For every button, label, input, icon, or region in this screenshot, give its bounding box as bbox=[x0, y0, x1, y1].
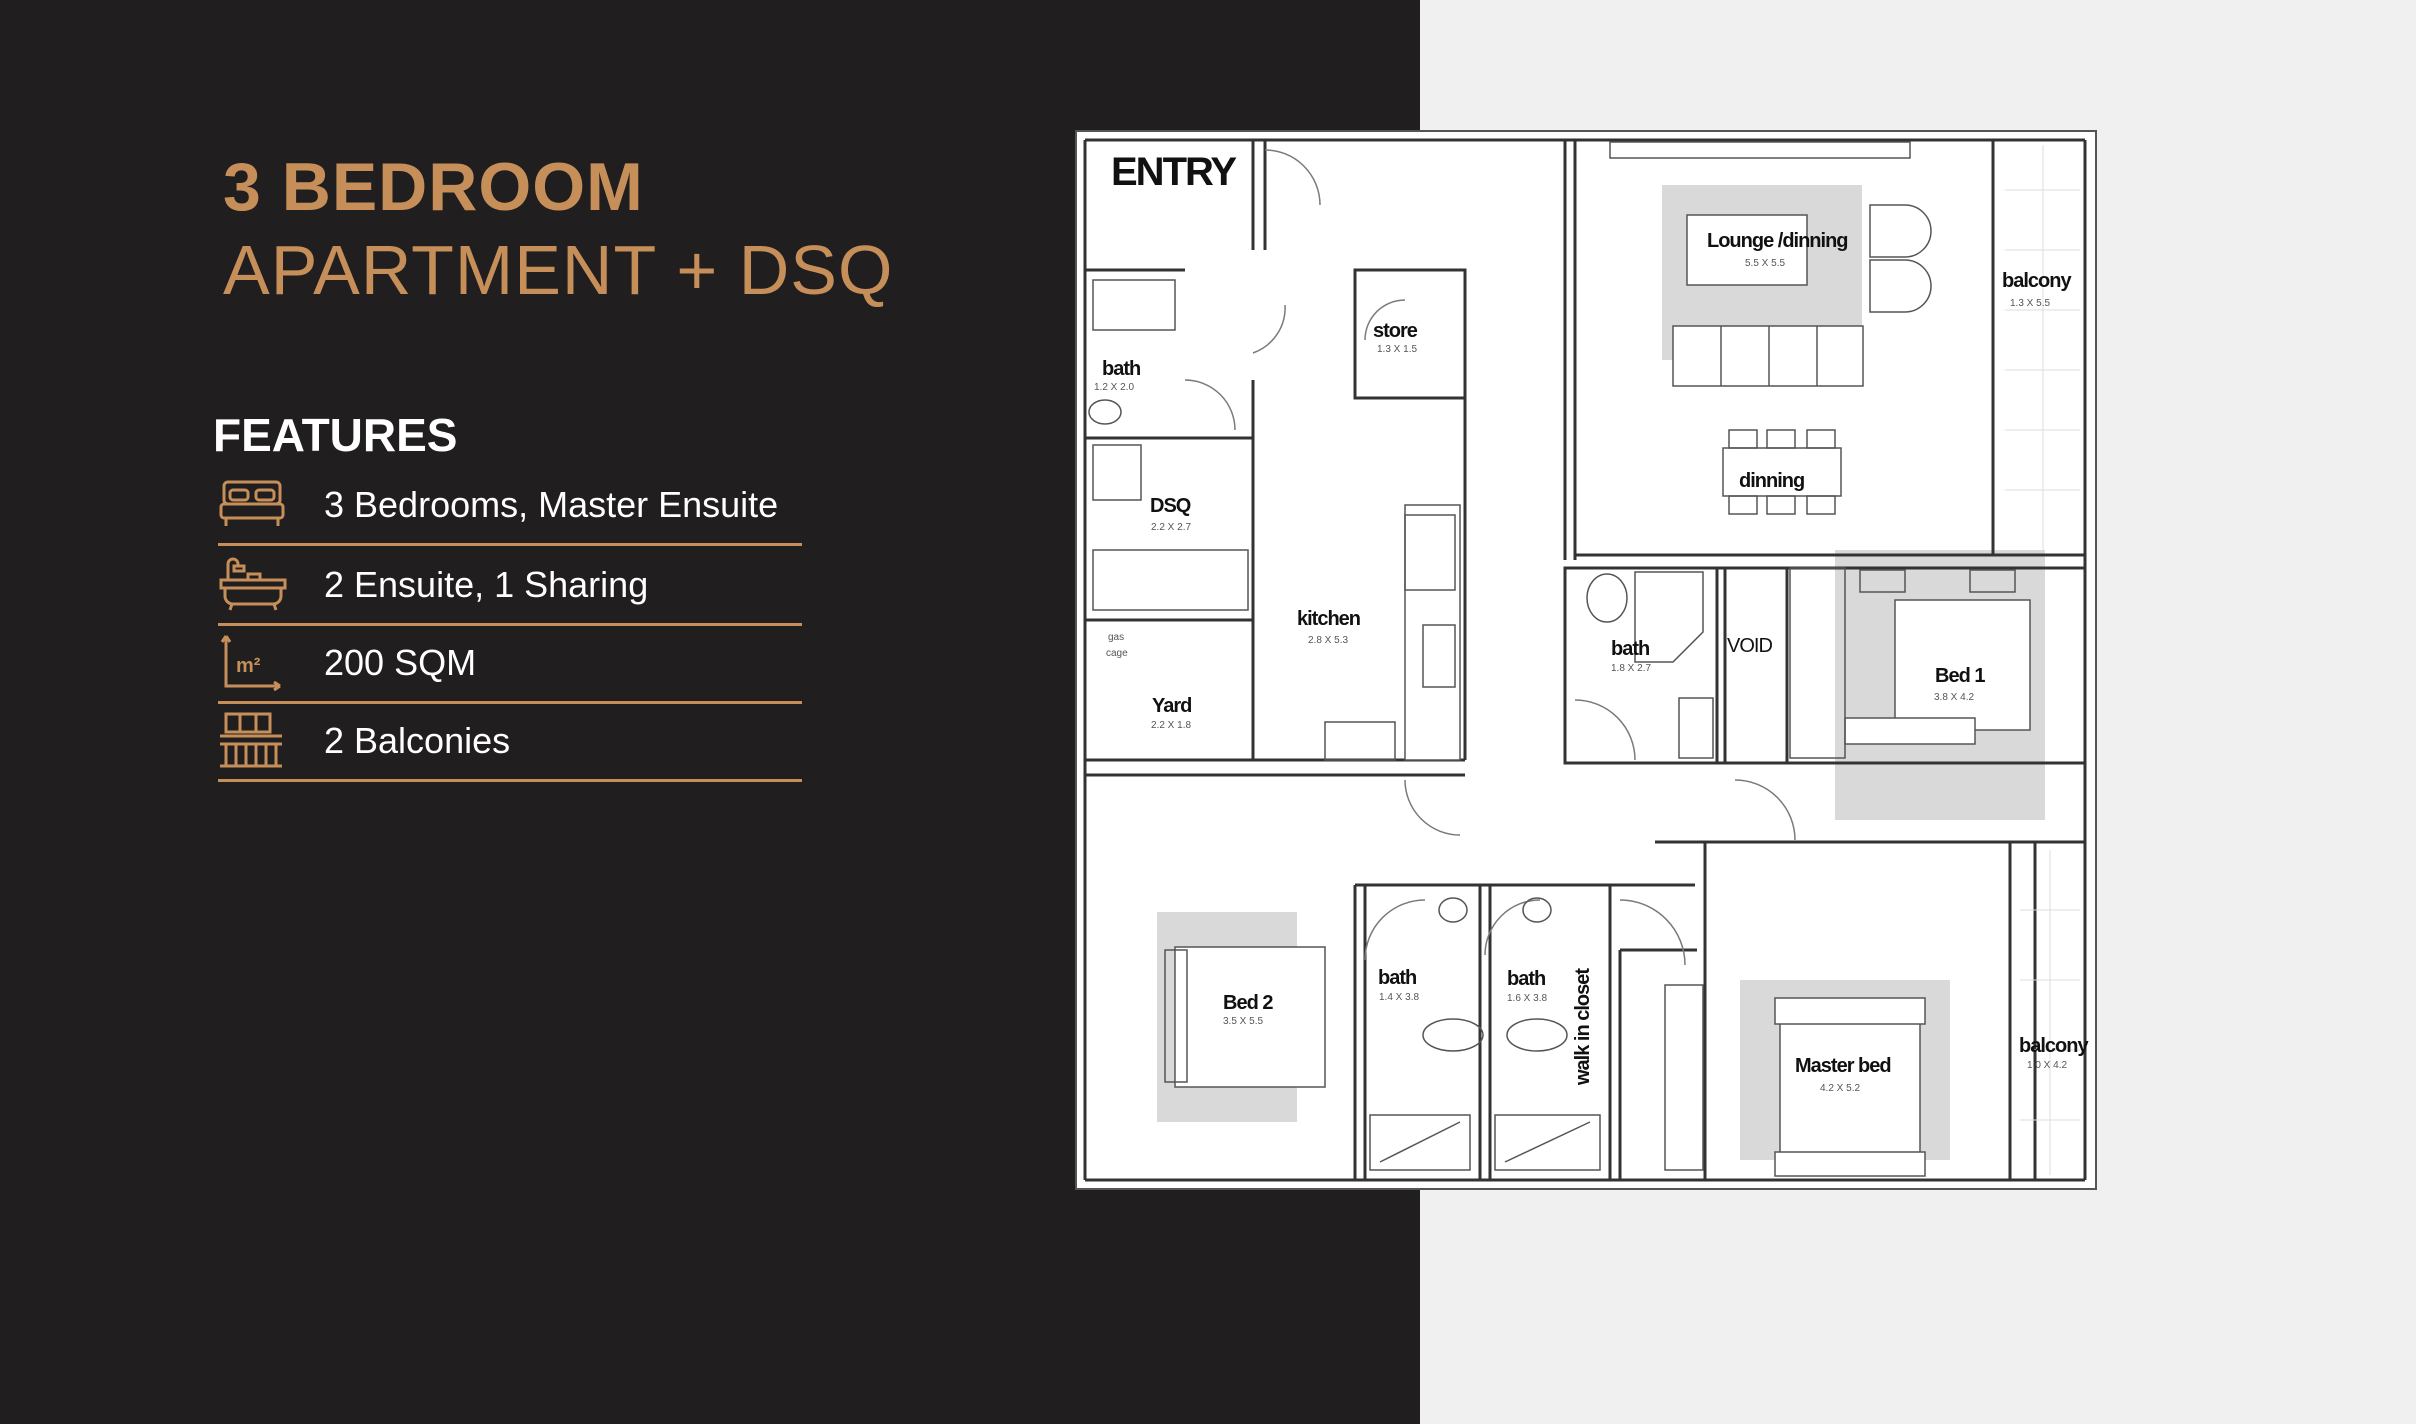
room-balcony-top-label: balcony bbox=[2002, 270, 2072, 292]
gas-cage-label-2: cage bbox=[1106, 648, 1128, 659]
room-yard-label: Yard bbox=[1152, 695, 1192, 717]
feature-item: 2 Ensuite, 1 Sharing bbox=[218, 550, 802, 626]
room-bath-a-label: bath bbox=[1378, 967, 1417, 989]
feature-item: 3 Bedrooms, Master Ensuite bbox=[218, 470, 802, 546]
floor-plan: ENTRY Lounge /dinning 5.5 X 5.5 balcony … bbox=[1075, 130, 2097, 1190]
divider bbox=[218, 701, 802, 704]
room-dsq-bath-label: bath bbox=[1102, 358, 1141, 380]
room-yard-dim: 2.2 X 1.8 bbox=[1151, 720, 1192, 731]
room-void-label: VOID bbox=[1727, 635, 1773, 657]
features-heading: FEATURES bbox=[213, 409, 458, 461]
divider bbox=[218, 779, 802, 782]
room-master-label: Master bed bbox=[1795, 1055, 1892, 1077]
room-bath-b-label: bath bbox=[1507, 968, 1546, 990]
area-sqm-icon: m² bbox=[218, 632, 288, 692]
feature-item: 2 Balconies bbox=[218, 706, 802, 782]
room-dsq-dim: 2.2 X 2.7 bbox=[1151, 522, 1192, 533]
balcony-icon bbox=[218, 710, 288, 770]
svg-text:m²: m² bbox=[236, 655, 261, 677]
room-bath-b-dim: 1.6 X 3.8 bbox=[1507, 993, 1548, 1004]
room-bath-mid-dim: 1.8 X 2.7 bbox=[1611, 663, 1652, 674]
room-bath-a-dim: 1.4 X 3.8 bbox=[1379, 992, 1420, 1003]
room-dsq-bath-dim: 1.2 X 2.0 bbox=[1094, 382, 1135, 393]
room-dsq-label: DSQ bbox=[1150, 495, 1191, 517]
room-store-dim: 1.3 X 1.5 bbox=[1377, 344, 1418, 355]
room-balcony-bottom-label: balcony bbox=[2019, 1035, 2089, 1057]
bed-icon bbox=[218, 474, 288, 534]
divider bbox=[218, 543, 802, 546]
bathtub-icon bbox=[218, 554, 288, 614]
room-master-dim: 4.2 X 5.2 bbox=[1820, 1083, 1861, 1094]
room-kitchen-dim: 2.8 X 5.3 bbox=[1308, 635, 1349, 646]
room-balcony-bottom-dim: 1.0 X 4.2 bbox=[2027, 1060, 2068, 1071]
room-kitchen-label: kitchen bbox=[1297, 608, 1361, 630]
room-store-label: store bbox=[1373, 320, 1418, 342]
feature-label: 2 Balconies bbox=[324, 720, 511, 761]
gas-cage-label-1: gas bbox=[1108, 632, 1125, 643]
title-line1: 3 BEDROOM bbox=[223, 149, 644, 225]
room-lounge-label: Lounge /dinning bbox=[1707, 230, 1849, 252]
feature-label: 3 Bedrooms, Master Ensuite bbox=[324, 484, 779, 525]
feature-label: 200 SQM bbox=[324, 642, 477, 683]
room-bed2-label: Bed 2 bbox=[1223, 992, 1273, 1014]
room-bath-mid-label: bath bbox=[1611, 638, 1650, 660]
room-walkin-label: walk in closet bbox=[1572, 968, 1594, 1085]
room-lounge-dim: 5.5 X 5.5 bbox=[1745, 258, 1786, 269]
divider bbox=[218, 623, 802, 626]
room-balcony-top-dim: 1.3 X 5.5 bbox=[2010, 298, 2051, 309]
title-line2: APARTMENT + DSQ bbox=[223, 231, 894, 309]
room-dinning-label: dinning bbox=[1739, 470, 1805, 492]
room-bed1-label: Bed 1 bbox=[1935, 665, 1985, 687]
room-bed1-dim: 3.8 X 4.2 bbox=[1934, 692, 1975, 703]
feature-item: m² 200 SQM bbox=[218, 628, 802, 704]
entry-label: ENTRY bbox=[1111, 150, 1237, 194]
feature-label: 2 Ensuite, 1 Sharing bbox=[324, 564, 649, 605]
room-bed2-dim: 3.5 X 5.5 bbox=[1223, 1016, 1264, 1027]
